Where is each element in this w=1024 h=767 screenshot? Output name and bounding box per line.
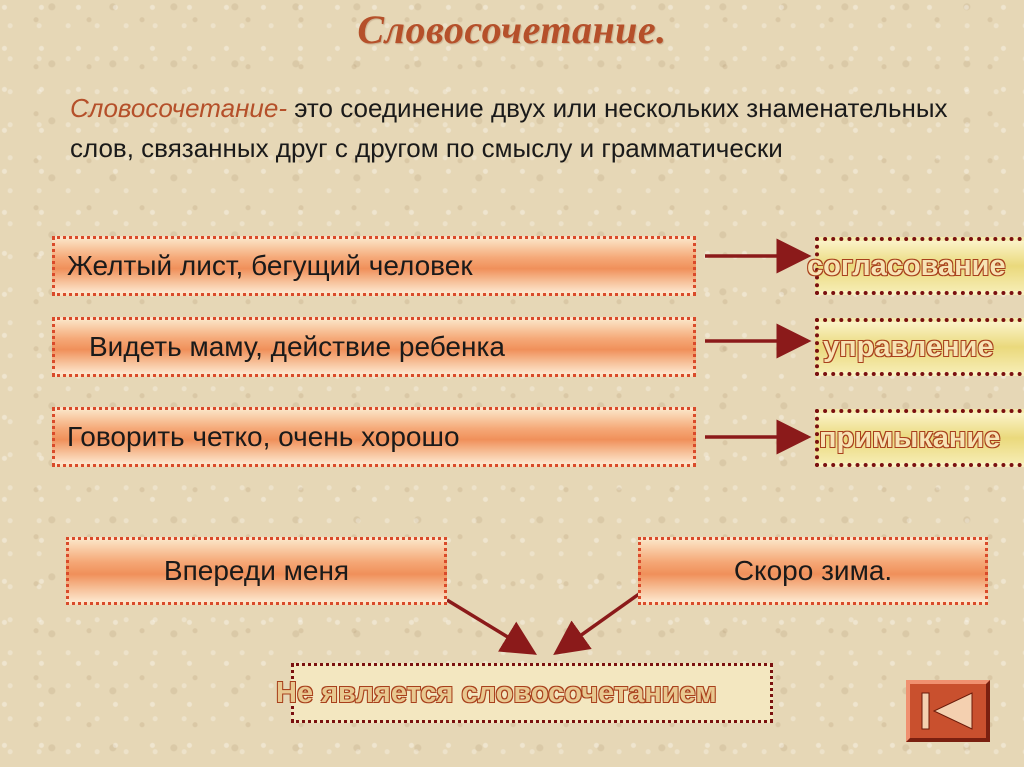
example-phrase-2-text: Видеть маму, действие ребенка [89,331,505,362]
first-slide-button[interactable] [906,680,990,742]
example-phrase-3: Говорить четко, очень хорошо [52,407,696,467]
result-upravlenie-text: управление [823,330,994,363]
non-example-1-text: Впереди меня [163,555,350,586]
definition: Словосочетание- это соединение двух или … [70,88,950,168]
example-phrase-1: Желтый лист, бегущий человек [52,236,696,296]
definition-text: это соединение двух или нескольких знаме… [70,93,948,163]
result-soglasovanie-text: согласование [807,249,1006,282]
result-primykanie: примыкание [815,409,1024,467]
slide-title: Словосочетание. [357,7,667,52]
conclusion-text: Не является словосочетанием [276,676,717,709]
definition-dash: - [278,93,295,123]
non-example-1: Впереди меня [66,537,447,605]
first-slide-icon [921,692,973,730]
non-example-2-text: Скоро зима. [733,555,893,586]
result-primykanie-text: примыкание [819,421,1001,454]
arrow-right-down [553,592,641,656]
conclusion-box: Не является словосочетанием [276,663,773,723]
definition-term: Словосочетание [70,93,279,123]
arrow-left-down [446,598,537,655]
example-phrase-2: Видеть маму, действие ребенка [52,317,696,377]
example-phrase-1-text: Желтый лист, бегущий человек [67,250,473,281]
example-phrase-3-text: Говорить четко, очень хорошо [67,421,460,452]
result-upravlenie: управление [815,318,1024,376]
result-soglasovanie: согласование [807,237,1024,295]
non-example-2: Скоро зима. [638,537,988,605]
